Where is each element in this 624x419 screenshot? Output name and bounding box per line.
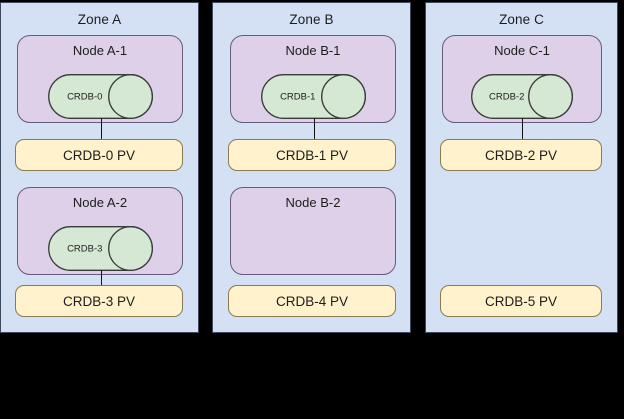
connector-crdb-1-to-pv [314, 118, 315, 140]
connector-crdb-2-to-pv [522, 118, 523, 140]
node-a-1-title: Node A-1 [72, 43, 128, 58]
pv-box-crdb-0-pv[interactable]: CRDB-0 PV [15, 139, 183, 171]
crdb-3-pv-label: CRDB-3 PV [62, 293, 135, 309]
connector-crdb-0-to-pv [101, 118, 102, 140]
node-c-1-title: Node C-1 [494, 43, 550, 58]
crdb-0-pv-label: CRDB-0 PV [62, 147, 135, 163]
pv-box-crdb-5-pv[interactable]: CRDB-5 PV [440, 285, 602, 317]
crdb-pod-crdb-3[interactable]: CRDB-3 [48, 226, 153, 271]
node-b-1-title: Node B-1 [285, 43, 341, 58]
crdb-pod-crdb-2[interactable]: CRDB-2 [471, 74, 573, 119]
crdb-2-pv-label: CRDB-2 PV [484, 147, 557, 163]
node-b-2-title: Node B-2 [285, 195, 341, 210]
crdb-pod-crdb-1[interactable]: CRDB-1 [261, 74, 366, 119]
node-box-b-2[interactable]: Node B-2 [230, 187, 396, 275]
pv-box-crdb-1-pv[interactable]: CRDB-1 PV [228, 139, 396, 171]
zone-b-title: Zone B [289, 12, 334, 27]
crdb-5-pv-label: CRDB-5 PV [484, 293, 557, 309]
pv-box-crdb-3-pv[interactable]: CRDB-3 PV [15, 285, 183, 317]
zone-a-title: Zone A [77, 12, 122, 27]
crdb-1-pv-label: CRDB-1 PV [275, 147, 348, 163]
crdb-pod-crdb-0[interactable]: CRDB-0 [48, 74, 153, 119]
pv-box-crdb-4-pv[interactable]: CRDB-4 PV [228, 285, 396, 317]
pv-box-crdb-2-pv[interactable]: CRDB-2 PV [440, 139, 602, 171]
connector-crdb-3-to-pv [101, 270, 102, 292]
node-a-2-title: Node A-2 [72, 195, 128, 210]
crdb-4-pv-label: CRDB-4 PV [275, 293, 348, 309]
zone-c-title: Zone C [499, 12, 544, 27]
